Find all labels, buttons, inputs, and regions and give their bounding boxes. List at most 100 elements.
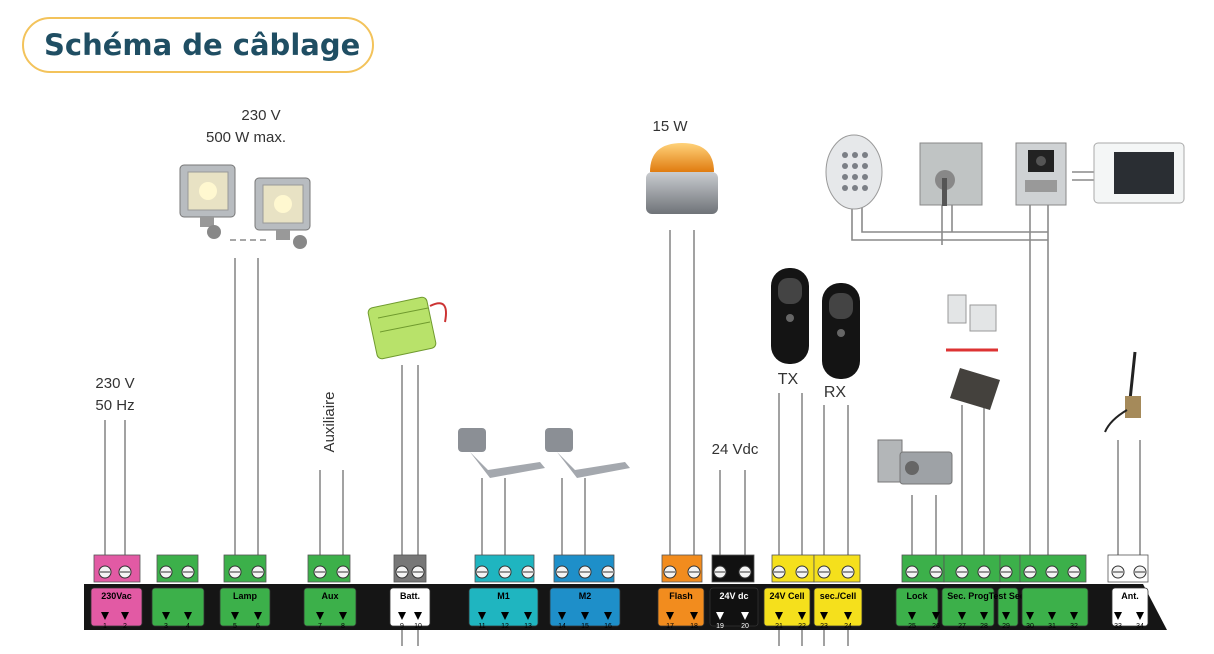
- terminal-pin-marker: [1136, 612, 1144, 620]
- terminal-block-seccell: sec./Cell 23 24: [813, 554, 863, 630]
- terminal-label: Flash: [669, 591, 693, 601]
- terminal-pin-marker: [478, 612, 486, 620]
- terminal-pin-marker: [1114, 612, 1122, 620]
- terminal-number: 30: [1026, 623, 1034, 630]
- terminal-number: 29: [1002, 623, 1010, 630]
- flash-power-label: 15 W: [652, 118, 688, 135]
- lamp-voltage-label: 230 V: [241, 107, 281, 124]
- terminal-label: M1: [497, 591, 510, 601]
- terminal-block-face: [389, 587, 431, 627]
- terminal-label: Ant.: [1121, 591, 1139, 601]
- terminal-pin-marker: [254, 612, 262, 620]
- terminal-pin-marker: [604, 612, 612, 620]
- terminal-number: 11: [478, 623, 485, 630]
- terminal-block-face: [468, 587, 539, 627]
- terminal-label: M2: [579, 591, 592, 601]
- terminal-label: sec./Cell: [820, 591, 857, 601]
- terminal-pin-marker: [1026, 612, 1034, 620]
- terminal-label: Lock: [906, 591, 928, 601]
- photocell-icon: [771, 268, 860, 379]
- terminal-number: 2: [123, 623, 127, 630]
- terminal-block-m1: M1 11 12 13: [468, 554, 539, 630]
- terminal-number: 34: [1136, 623, 1144, 630]
- terminal-number: 15: [581, 623, 589, 630]
- terminal-pin-marker: [339, 612, 347, 620]
- terminal-pin-marker: [558, 612, 566, 620]
- mains-voltage-label: 230 V: [95, 375, 135, 392]
- terminal-number: 23: [820, 623, 828, 630]
- terminal-block-ant: Ant. 33 34: [1107, 554, 1149, 630]
- terminal-pin-marker: [1070, 612, 1078, 620]
- terminal-number: 13: [524, 623, 532, 630]
- electric-lock-icon: [877, 439, 953, 485]
- terminal-number: 31: [1048, 623, 1056, 630]
- terminal-block-flash: Flash 17 18: [657, 554, 705, 630]
- terminal-number: 6: [256, 623, 260, 630]
- terminal-number: 18: [690, 623, 698, 630]
- terminal-number: 14: [558, 623, 566, 630]
- terminal-number: 20: [741, 623, 749, 630]
- terminal-label: Sec. Prog: [947, 591, 989, 601]
- terminal-label: Batt.: [400, 591, 420, 601]
- floodlight-icon: [179, 164, 311, 249]
- terminal-number: 33: [1114, 623, 1122, 630]
- terminal-block-m2: M2 14 15 16: [549, 554, 621, 630]
- terminal-block-face: [895, 587, 939, 627]
- intercom-icon: [1015, 142, 1067, 206]
- terminal-number: 7: [318, 623, 322, 630]
- terminal-number: 19: [716, 623, 724, 630]
- terminal-block-face: [997, 587, 1019, 627]
- terminal-block-24vdc: 24V dc 19 20: [709, 554, 759, 630]
- keypad-icon: [825, 134, 883, 210]
- terminal-number: 22: [798, 623, 806, 630]
- terminal-pin-marker: [690, 612, 698, 620]
- terminal-pin-marker: [501, 612, 509, 620]
- terminal-pin-marker: [908, 612, 916, 620]
- terminal-pin-marker: [414, 612, 422, 620]
- terminal-block-face: [1021, 587, 1089, 627]
- terminal-pin-marker: [1048, 612, 1056, 620]
- terminal-label: 24V Cell: [769, 591, 804, 601]
- terminal-block-face: [151, 587, 205, 627]
- terminal-pin-marker: [524, 612, 532, 620]
- rx-label: RX: [823, 384, 847, 401]
- mains-frequency-label: 50 Hz: [95, 397, 135, 414]
- antenna-icon: [1104, 351, 1141, 433]
- terminal-pin-marker: [716, 612, 724, 620]
- terminal-number: 4: [186, 623, 190, 630]
- terminal-pin-marker: [231, 612, 239, 620]
- terminal-pin-marker: [121, 612, 129, 620]
- terminal-block-testsec: Test Sec. 29: [989, 554, 1028, 630]
- terminal-label: 24V dc: [719, 591, 748, 601]
- terminal-pin-marker: [798, 612, 806, 620]
- terminal-pin-marker: [316, 612, 324, 620]
- 24vdc-label: 24 Vdc: [711, 441, 759, 458]
- terminal-pin-marker: [666, 612, 674, 620]
- lamp-power-label: 500 W max.: [205, 129, 287, 146]
- tx-label: TX: [777, 371, 799, 388]
- terminal-pin-marker: [958, 612, 966, 620]
- terminal-number: 9: [400, 623, 404, 630]
- terminal-number: 12: [501, 623, 509, 630]
- safety-edge-icon: [946, 294, 1000, 410]
- terminal-number: 17: [666, 623, 674, 630]
- terminal-number: 24: [844, 623, 852, 630]
- terminal-number: 27: [958, 623, 966, 630]
- page-title: Schéma de câblage: [22, 17, 374, 73]
- terminal-pin-marker: [741, 612, 749, 620]
- terminal-label: Test Sec.: [989, 591, 1028, 601]
- key-switch-icon: [919, 142, 983, 206]
- terminal-block-batt: Batt. 9 10: [389, 554, 431, 630]
- video-monitor-icon: [1093, 142, 1185, 204]
- terminal-block-face: [763, 587, 811, 627]
- terminal-number: 10: [414, 623, 422, 630]
- terminal-number: 16: [604, 623, 612, 630]
- terminal-block-face: [813, 587, 863, 627]
- terminal-number: 3: [164, 623, 168, 630]
